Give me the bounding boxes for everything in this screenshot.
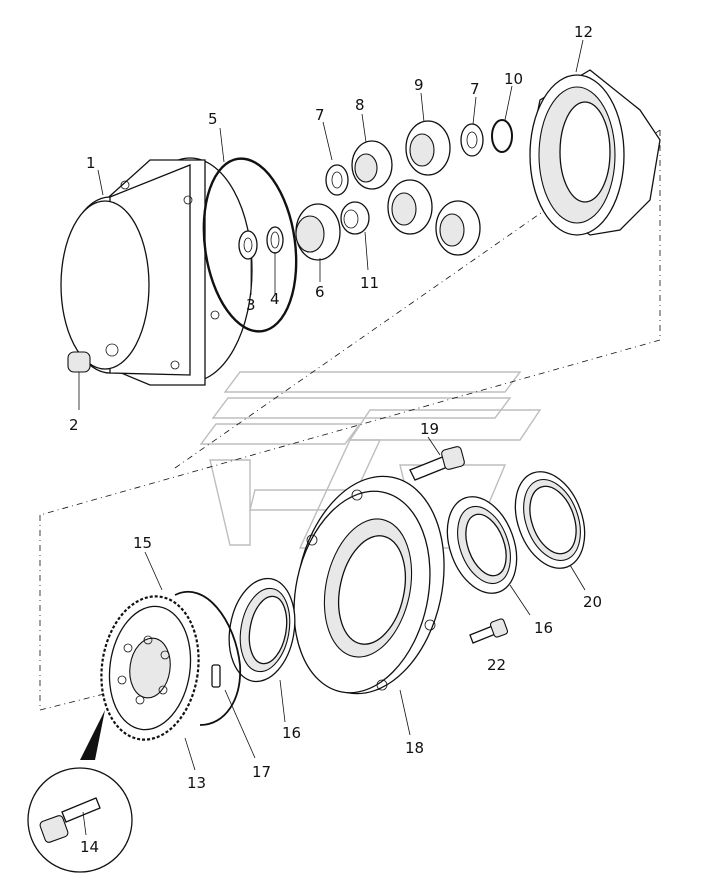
label-part-12: 12 xyxy=(574,23,593,41)
part-8-planet-gear xyxy=(351,113,393,190)
part-15-snap-ring xyxy=(144,551,241,726)
part-22-bolt xyxy=(469,618,509,644)
label-part-7-left: 7 xyxy=(315,106,325,124)
label-part-15: 15 xyxy=(133,534,152,552)
part-1-housing xyxy=(60,157,253,386)
label-part-6: 6 xyxy=(315,283,325,301)
label-part-3: 3 xyxy=(246,296,256,314)
label-part-13: 13 xyxy=(187,774,206,792)
label-part-11: 11 xyxy=(360,274,379,292)
part-20-seal xyxy=(514,471,586,591)
part-17-pin xyxy=(211,664,256,759)
part-3-washer xyxy=(238,230,258,295)
label-part-1: 1 xyxy=(86,154,96,172)
label-part-5: 5 xyxy=(208,110,218,128)
label-part-17: 17 xyxy=(252,763,271,781)
part-14-detail-callout xyxy=(27,710,133,873)
part-9-gear-cluster xyxy=(387,92,481,256)
part-4-circlip xyxy=(266,226,284,295)
part-16-bearing-left xyxy=(228,577,296,723)
part-19-bolt xyxy=(409,436,465,481)
part-16-bearing-right xyxy=(446,496,531,616)
part-labels: 1 2 3 4 5 6 7 8 9 7 10 11 12 13 14 15 16… xyxy=(69,23,602,856)
part-7-bush-right xyxy=(460,96,484,157)
label-part-7-right: 7 xyxy=(470,80,480,98)
label-part-16-right: 16 xyxy=(534,619,553,637)
part-6-pinion xyxy=(295,203,341,282)
label-part-20: 20 xyxy=(583,593,602,611)
part-11-spacer xyxy=(340,201,370,271)
part-2-plug xyxy=(67,351,91,410)
label-part-8: 8 xyxy=(355,96,365,114)
part-13-sprocket xyxy=(100,595,200,771)
part-5-oring xyxy=(202,127,298,333)
label-part-2: 2 xyxy=(69,416,79,434)
label-part-18: 18 xyxy=(405,739,424,757)
part-10-circlip xyxy=(491,85,513,153)
label-part-16-left: 16 xyxy=(282,724,301,742)
label-part-9: 9 xyxy=(414,76,424,94)
assembly-axis-lines xyxy=(39,129,661,711)
label-part-4: 4 xyxy=(270,290,280,308)
part-18-hub-flange xyxy=(293,475,445,736)
label-part-14: 14 xyxy=(80,838,99,856)
label-part-10: 10 xyxy=(504,70,523,88)
label-part-19: 19 xyxy=(420,420,439,438)
part-7-bush-left xyxy=(322,121,349,196)
label-part-22: 22 xyxy=(487,656,506,674)
part-12-ring-gear xyxy=(529,39,661,236)
leader-lines xyxy=(97,169,104,196)
